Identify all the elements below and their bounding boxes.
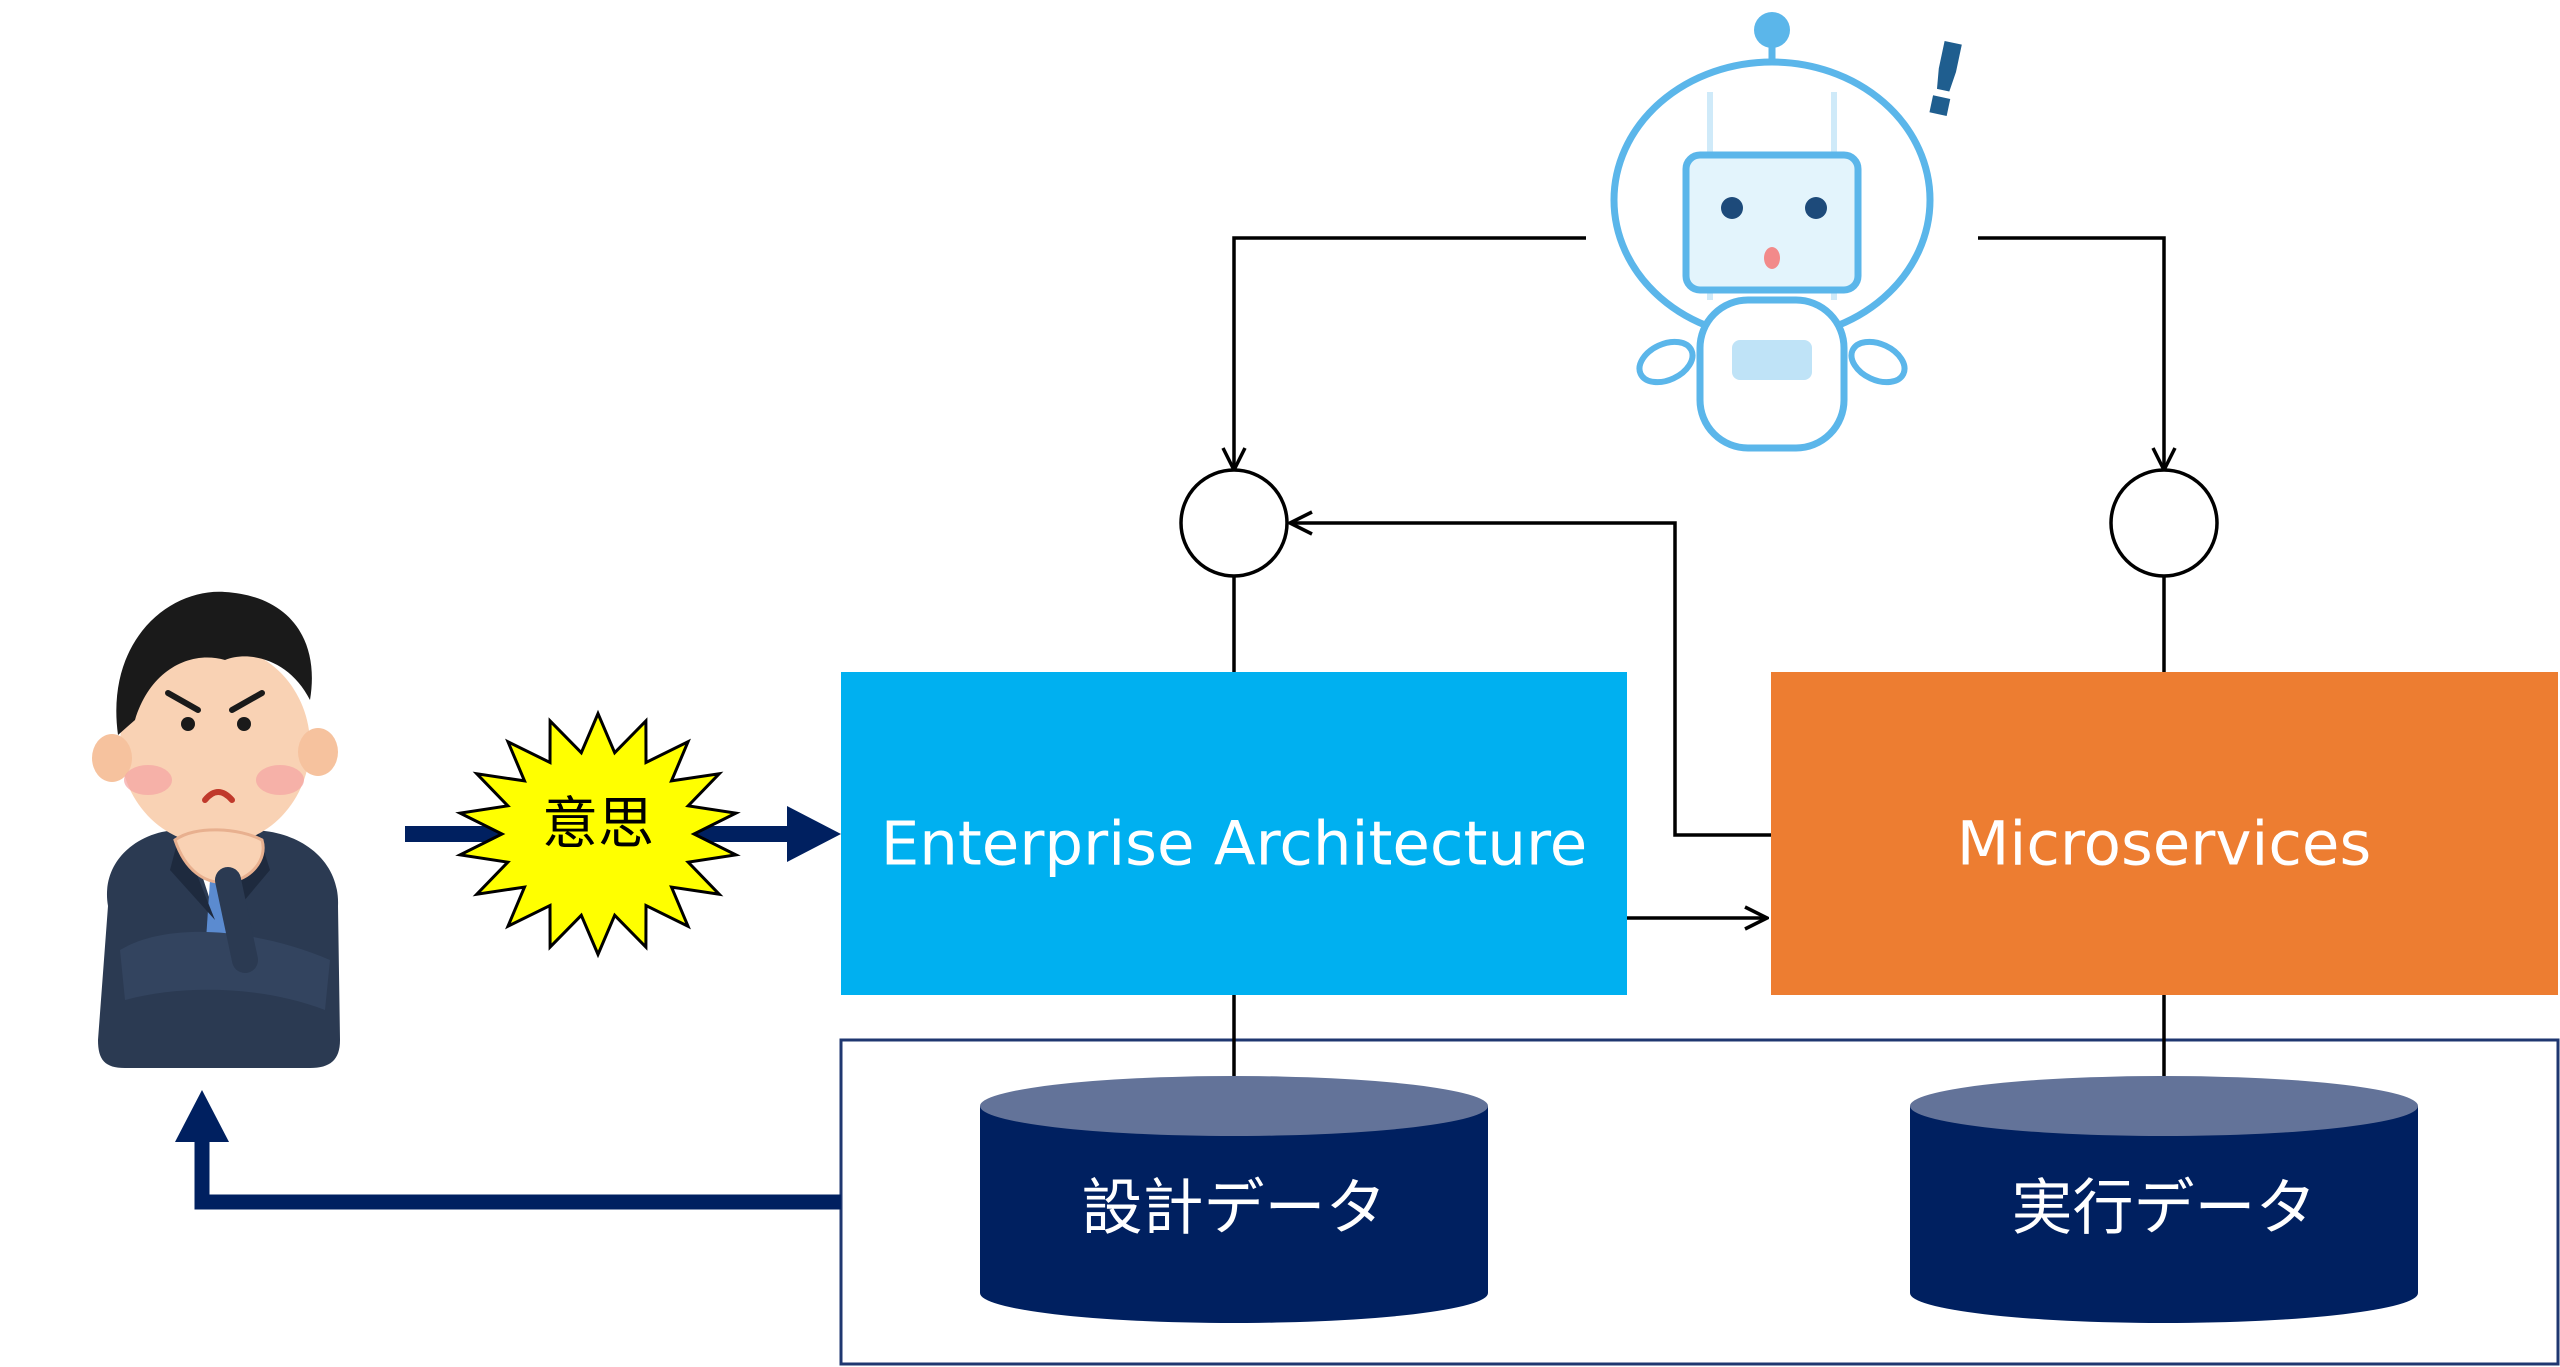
robot-face-screen (1682, 151, 1862, 294)
thinking-businessman-illustration (92, 591, 340, 1068)
robot-to-ms-arrow (1978, 236, 2164, 470)
runtime-data-label: 実行データ (2011, 1173, 2316, 1244)
design-data-database: 設計データ (980, 1076, 1488, 1323)
microservices-box: Microservices (1771, 672, 2558, 995)
intention-label: 意思 (542, 792, 654, 857)
microservices-label: Microservices (1957, 809, 2371, 880)
design-data-label: 設計データ (1081, 1173, 1386, 1244)
runtime-data-database: 実行データ (1910, 1076, 2418, 1323)
intention-burst: 意思 (455, 709, 741, 959)
robot-exclamation-icon: ! (1911, 18, 1980, 142)
ms-interface-circle (2109, 468, 2219, 578)
ea-interface-circle (1179, 468, 1289, 578)
robot-to-ea-arrow (1234, 236, 1586, 470)
ms-to-ea-interface-arrow (1290, 523, 1771, 837)
enterprise-architecture-label: Enterprise Architecture (881, 809, 1588, 880)
robot-illustration: ! (1610, 12, 1980, 452)
enterprise-architecture-box: Enterprise Architecture (841, 672, 1627, 995)
data-to-person-arrow (175, 1090, 841, 1210)
